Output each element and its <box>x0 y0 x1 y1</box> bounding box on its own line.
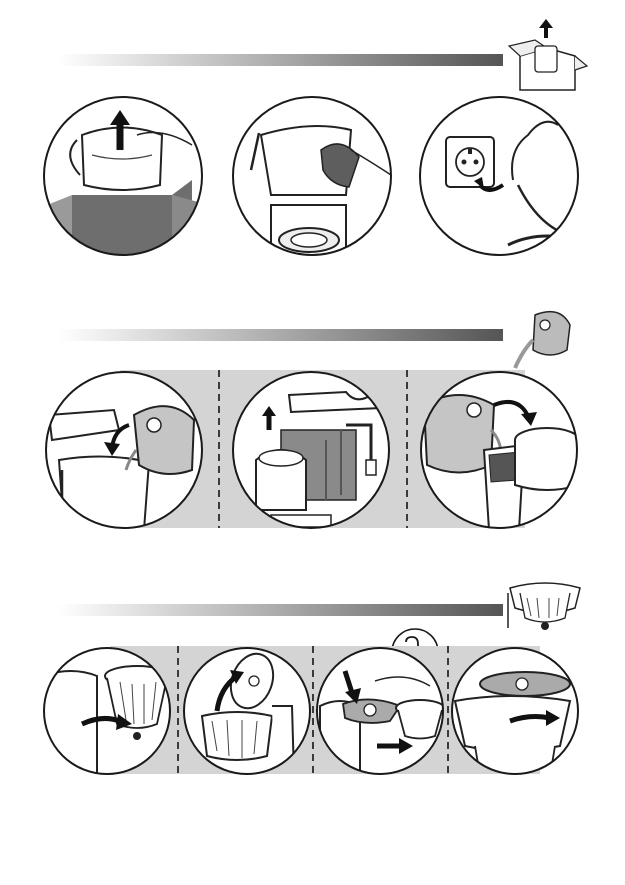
step-divider <box>405 370 409 528</box>
section-header-bar <box>58 329 503 341</box>
step-divider <box>217 370 221 528</box>
filter-holder-icon <box>505 578 585 636</box>
step-lift-from-box <box>42 95 204 257</box>
step-open-filter-lid <box>182 646 312 776</box>
step-press-release <box>315 646 445 776</box>
section-header-bar <box>58 604 503 616</box>
kettle-pour-icon <box>505 300 580 370</box>
step-swing-out-filter <box>42 646 172 776</box>
step-close-lid <box>450 646 580 776</box>
step-wipe-clean <box>231 95 393 257</box>
step-open-lid-pour <box>44 370 204 530</box>
step-fill-at-tap <box>231 370 391 530</box>
step-pour-into-tank <box>419 370 579 530</box>
step-divider <box>176 646 180 774</box>
section-header-bar <box>58 54 503 66</box>
box-unpack-icon <box>505 18 590 93</box>
step-plug-in <box>418 95 580 257</box>
